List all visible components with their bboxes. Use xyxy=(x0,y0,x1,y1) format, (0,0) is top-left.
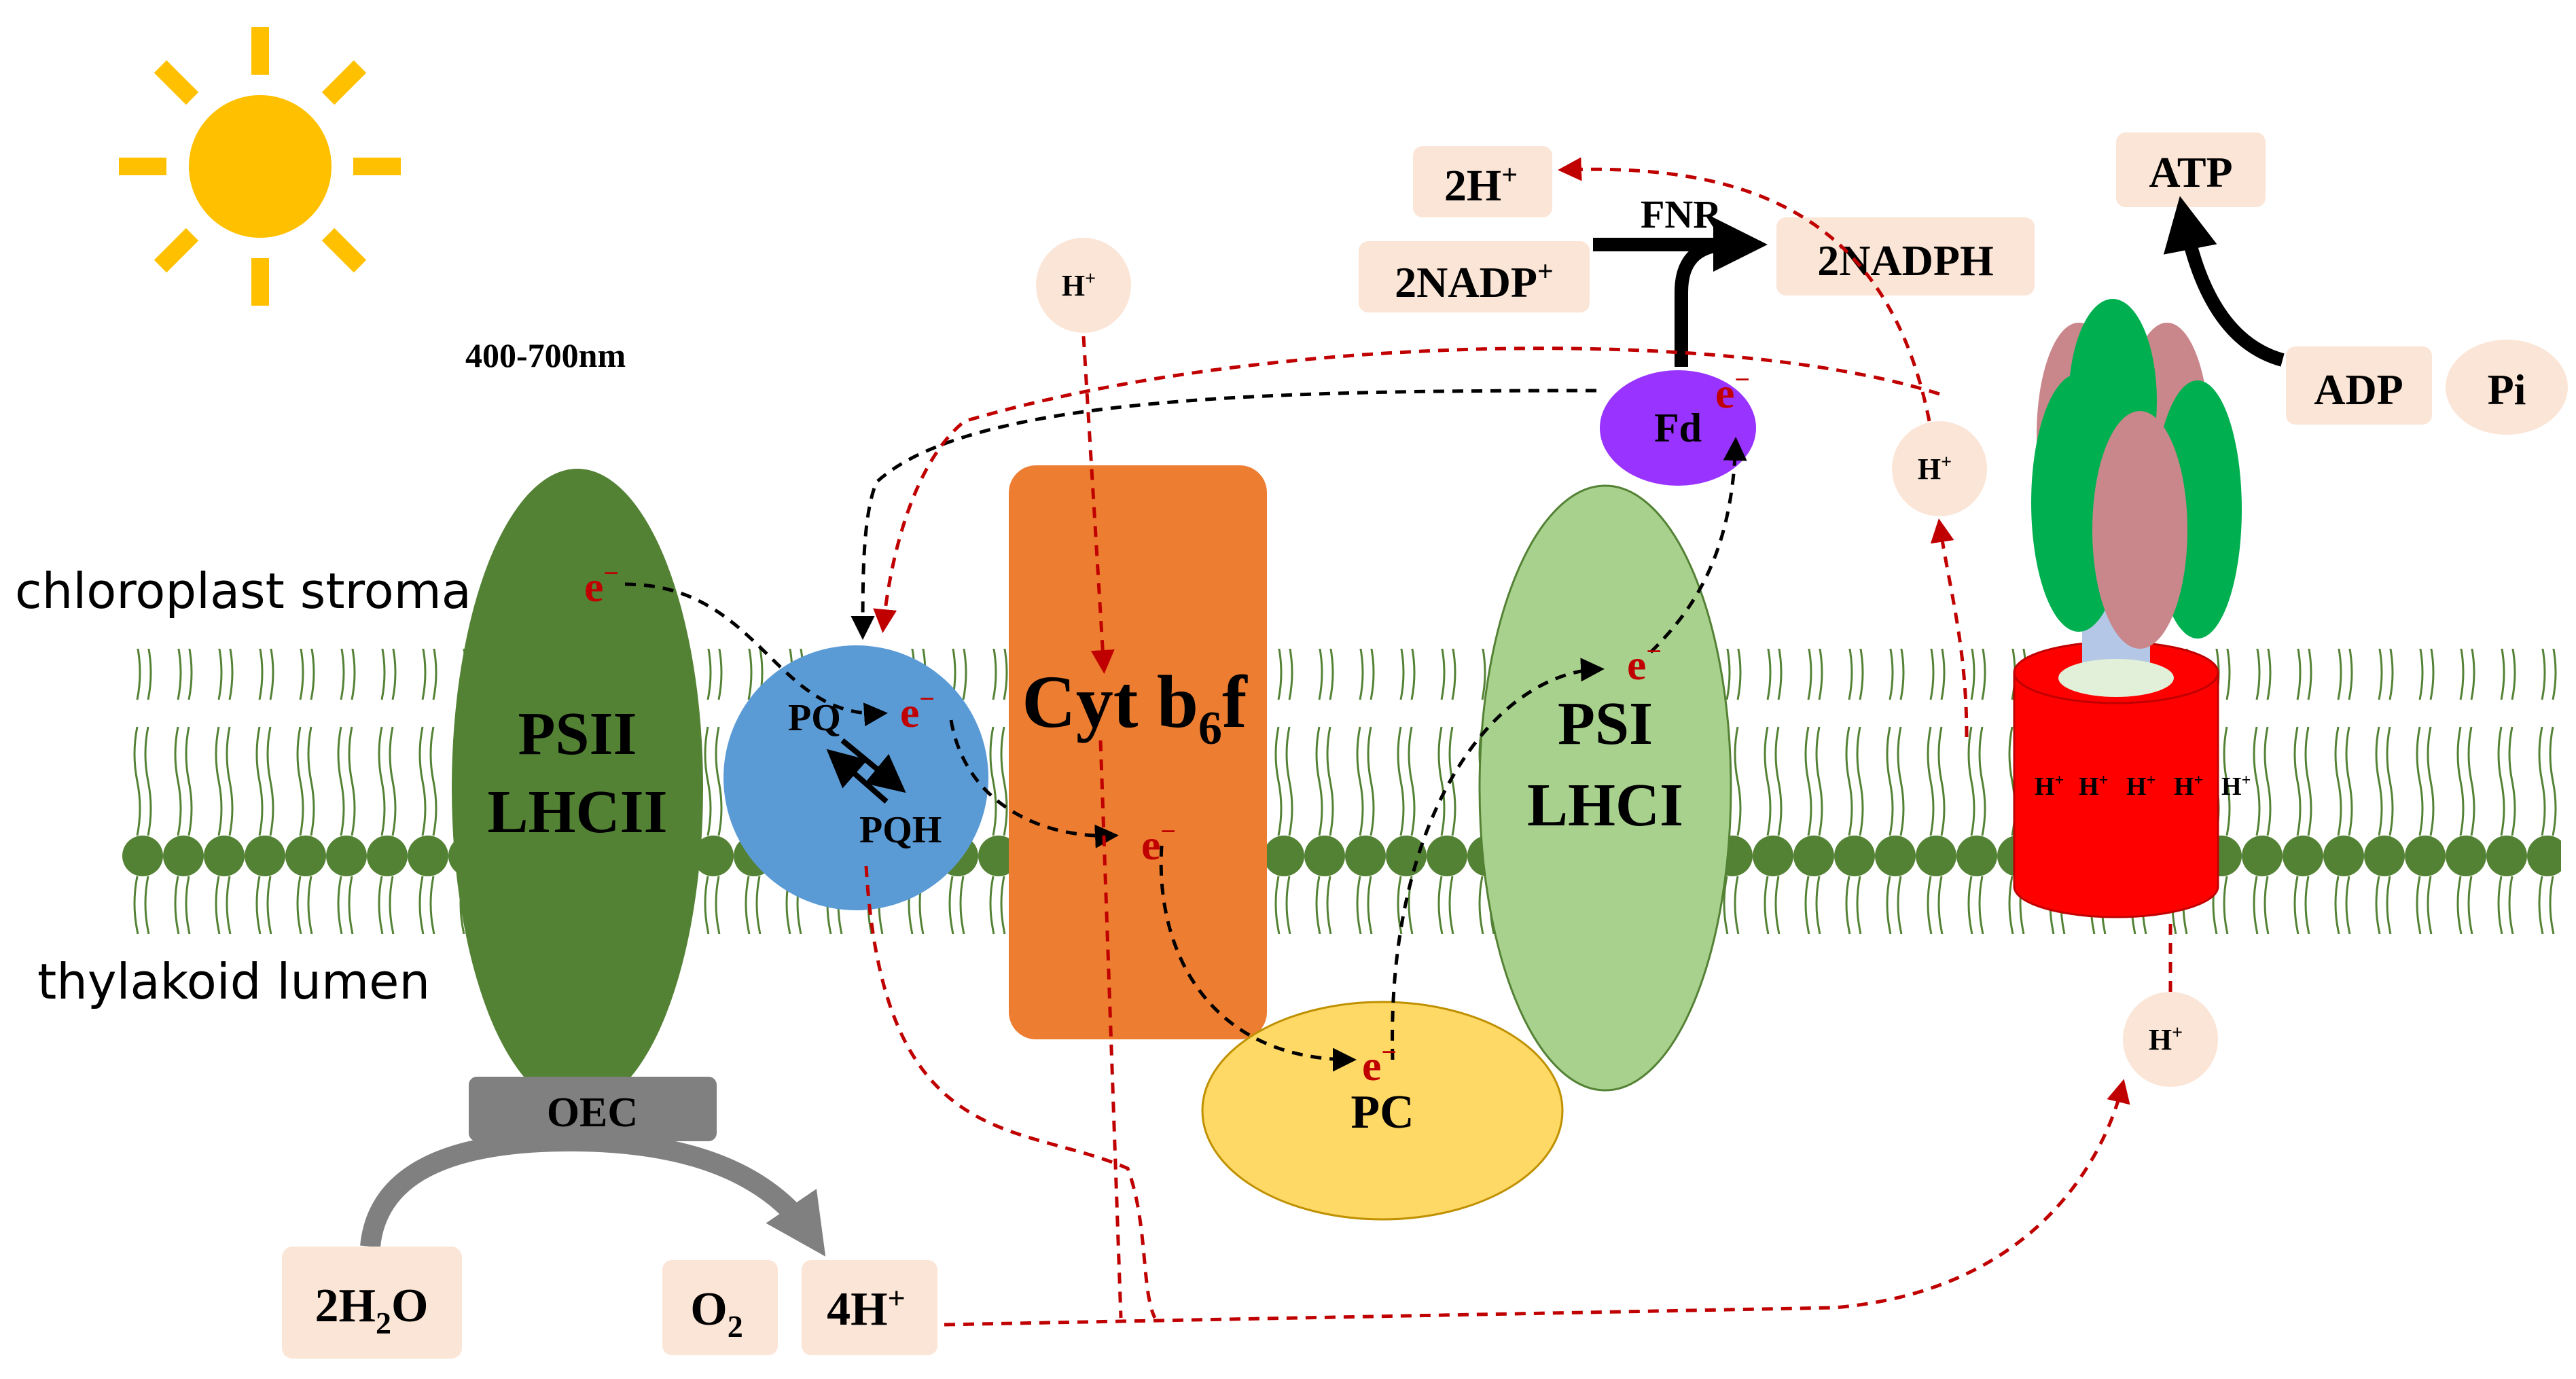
svg-text:e−: e− xyxy=(1362,1037,1397,1090)
svg-text:O2: O2 xyxy=(690,1283,743,1344)
four-protons-box: 4H+ xyxy=(802,1260,937,1355)
wavelength-label: 400-700nm xyxy=(465,336,626,374)
svg-text:4H+: 4H+ xyxy=(827,1280,906,1336)
atp-box: ATP xyxy=(2116,132,2266,207)
stroma-label: chloroplast stroma xyxy=(15,562,471,620)
electron-psi: e− xyxy=(1627,636,1662,689)
fnr-label: FNR xyxy=(1641,192,1722,236)
psii-complex xyxy=(452,469,703,1107)
pq-equilibrium-arrows xyxy=(826,738,906,804)
svg-text:e−: e− xyxy=(900,683,935,736)
psi-complex xyxy=(1478,484,1732,1092)
atp-synthase xyxy=(2013,299,2242,918)
svg-text:H+: H+ xyxy=(1918,452,1952,486)
proton-cyt-stroma: H+ xyxy=(1036,238,1131,333)
svg-text:2NADPH: 2NADPH xyxy=(1817,236,1994,285)
svg-text:H+: H+ xyxy=(2126,772,2155,801)
proton-transport-paths xyxy=(864,157,2172,1327)
fd-label: Fd xyxy=(1654,406,1702,450)
svg-text:ATP: ATP xyxy=(2149,148,2232,196)
fd-to-fnr-arrow xyxy=(1675,238,1730,367)
sun-icon xyxy=(119,27,401,306)
nadp-box: 2NADP+ xyxy=(1359,241,1590,312)
cyt-b6f-label: Cyt b6f xyxy=(1022,660,1248,755)
svg-text:e−: e− xyxy=(584,558,619,611)
electron-transport-paths xyxy=(624,389,1747,1072)
proton-lumen-right: H+ xyxy=(2123,992,2218,1087)
psii-label: PSII xyxy=(518,700,637,768)
nadph-box: 2NADPH xyxy=(1776,217,2035,296)
svg-text:H+: H+ xyxy=(2149,1022,2183,1056)
electron-cyt: e− xyxy=(1141,816,1176,869)
oec-label: OEC xyxy=(547,1090,638,1136)
water-box: 2H2O xyxy=(282,1247,462,1359)
electron-pc: e− xyxy=(1362,1037,1397,1090)
adp-box: ADP xyxy=(2286,346,2432,425)
psi-label: PSI xyxy=(1558,690,1653,757)
svg-text:ADP: ADP xyxy=(2314,365,2403,414)
cytochrome-b6f xyxy=(1009,465,1267,1039)
svg-text:e−: e− xyxy=(1715,364,1750,417)
svg-text:Pi: Pi xyxy=(2488,365,2526,414)
atp-formation-arrow xyxy=(2163,196,2285,367)
svg-text:H+: H+ xyxy=(2079,772,2108,801)
lumen-label: thylakoid lumen xyxy=(37,953,430,1010)
oxygen-box: O2 xyxy=(662,1260,778,1355)
electron-pq: e− xyxy=(900,683,935,736)
svg-text:H+: H+ xyxy=(2174,772,2203,801)
ferredoxin xyxy=(1600,370,1756,486)
pq-label: PQ xyxy=(788,697,841,739)
svg-text:H+: H+ xyxy=(2035,772,2064,801)
plastocyanin xyxy=(1201,1001,1564,1221)
svg-text:e−: e− xyxy=(1627,636,1662,689)
proton-stroma-right: H+ xyxy=(1892,421,1987,516)
electron-psii: e− xyxy=(584,558,619,611)
svg-text:2NADP+: 2NADP+ xyxy=(1395,256,1554,306)
svg-text:H+: H+ xyxy=(1062,268,1096,302)
oec-complex xyxy=(469,1077,717,1141)
pqh-label: PQH xyxy=(859,809,942,851)
svg-text:H+: H+ xyxy=(2221,772,2251,801)
water-oxidation-arrow xyxy=(360,1130,826,1257)
two-protons-box: 2H+ xyxy=(1413,146,1552,217)
svg-text:2H+: 2H+ xyxy=(1444,160,1518,211)
lhci-label: LHCI xyxy=(1527,772,1683,839)
atp-synthase-protons: H+ H+ H+ H+ H+ xyxy=(2035,772,2251,801)
electron-fd: e− xyxy=(1715,364,1750,417)
pi-box: Pi xyxy=(2446,340,2568,435)
svg-text:e−: e− xyxy=(1141,816,1176,869)
pc-label: PC xyxy=(1350,1086,1414,1139)
lhcii-label: LHCII xyxy=(487,778,667,846)
svg-text:2H2O: 2H2O xyxy=(315,1280,429,1340)
